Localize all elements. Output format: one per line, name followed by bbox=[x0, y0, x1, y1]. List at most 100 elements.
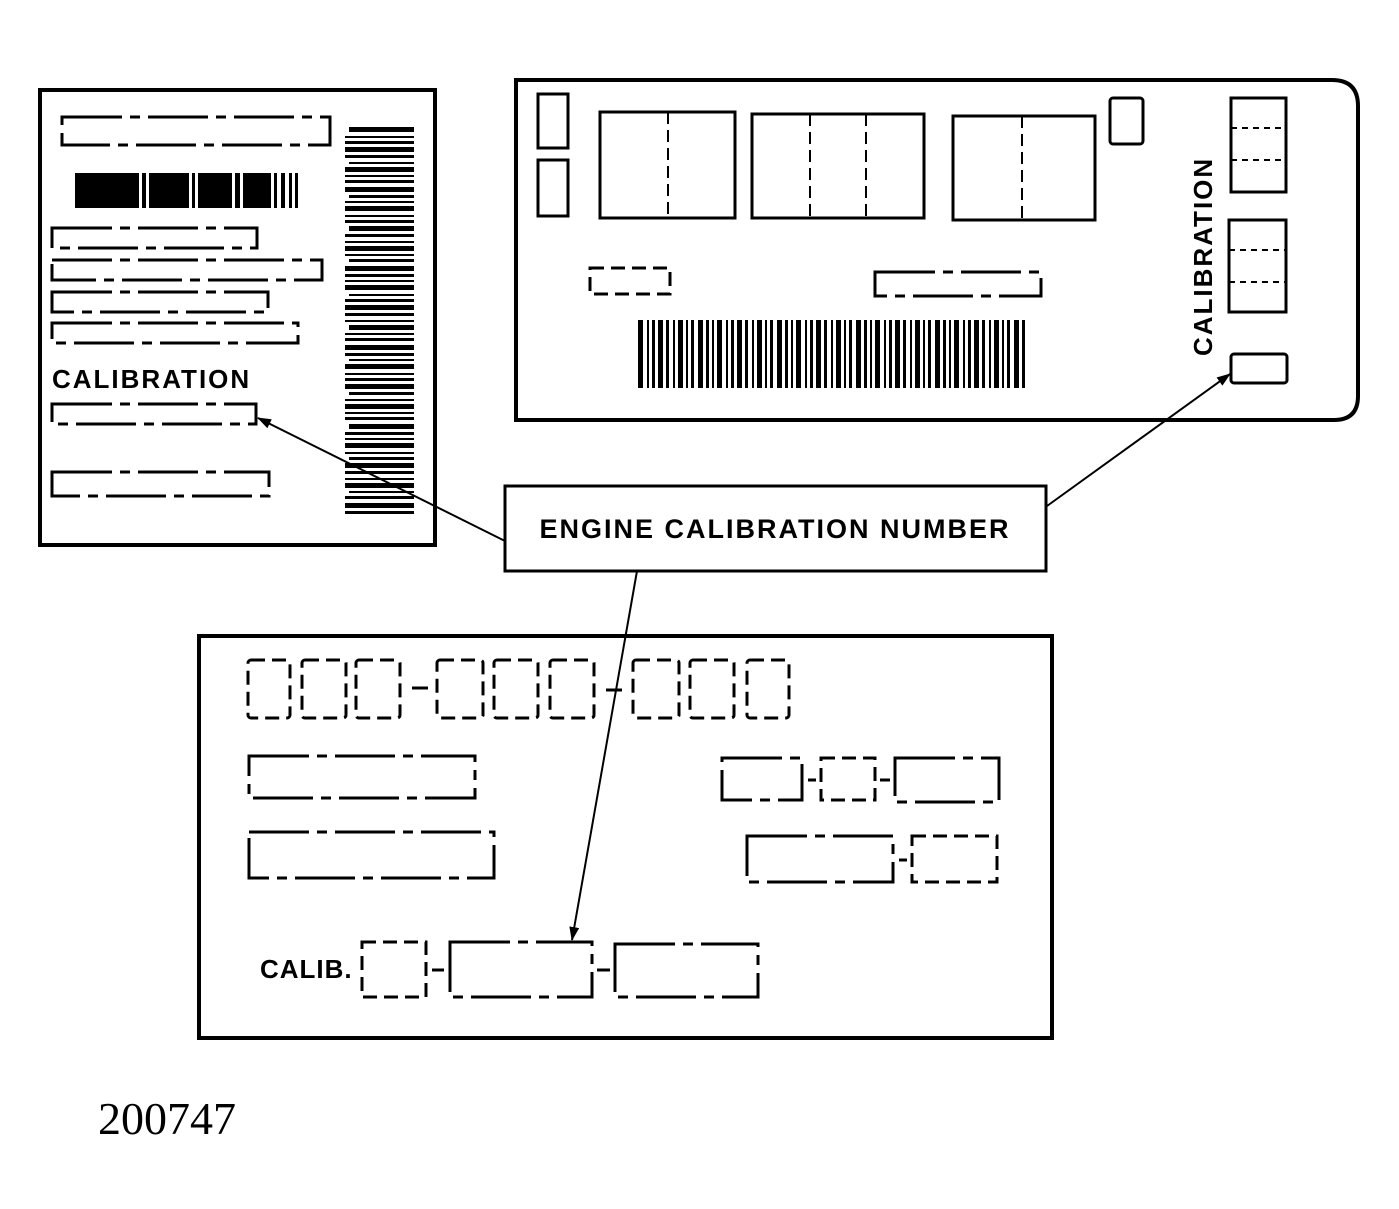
barcode-bar bbox=[673, 320, 675, 388]
barcode-bar bbox=[349, 359, 414, 361]
barcode-bar bbox=[884, 320, 886, 388]
barcode-bar bbox=[345, 201, 414, 203]
barcode-bar bbox=[345, 333, 414, 335]
barcode-bar bbox=[345, 175, 414, 177]
right-label-frame bbox=[514, 78, 1360, 422]
barcode-bar bbox=[345, 320, 414, 322]
barcode-bar bbox=[345, 305, 414, 310]
barcode-bar bbox=[712, 320, 714, 388]
barcode-bar bbox=[345, 503, 414, 508]
barcode-bar bbox=[349, 259, 414, 262]
right-label-digit-column-2 bbox=[1227, 218, 1288, 314]
barcode-bar bbox=[345, 285, 414, 290]
bottom-emission-label: CALIB. bbox=[197, 634, 1054, 1040]
barcode-bar bbox=[810, 320, 813, 388]
barcode-bar bbox=[345, 483, 414, 488]
barcode-bar bbox=[345, 206, 414, 211]
left-label-field-5 bbox=[50, 321, 300, 345]
barcode-bar bbox=[791, 320, 793, 388]
bottom-label-calibration-fields bbox=[360, 940, 760, 999]
barcode-bar bbox=[647, 320, 649, 388]
left-label-field-2 bbox=[50, 226, 259, 250]
barcode-bar bbox=[349, 195, 414, 198]
barcode-bar bbox=[638, 320, 643, 388]
barcode-bar bbox=[658, 320, 663, 388]
barcode-bar bbox=[785, 320, 788, 388]
barcode-bar bbox=[345, 155, 414, 158]
barcode-bar bbox=[745, 320, 748, 388]
arrow-to-bottom-label bbox=[569, 570, 638, 941]
left-label-field-1 bbox=[60, 115, 332, 147]
barcode-bar bbox=[856, 320, 861, 388]
barcode-bar bbox=[770, 320, 773, 388]
bottom-label-code-boxes bbox=[246, 658, 791, 720]
barcode-bar bbox=[345, 404, 414, 409]
barcode-bar bbox=[349, 294, 414, 296]
right-label-field-wide bbox=[873, 270, 1043, 298]
left-label-field-4 bbox=[50, 290, 270, 314]
barcode-bar bbox=[864, 320, 867, 388]
barcode-bar bbox=[752, 320, 754, 388]
barcode-bar bbox=[968, 320, 971, 388]
barcode-bar bbox=[903, 320, 906, 388]
barcode-bar bbox=[1022, 320, 1025, 388]
barcode-bar bbox=[935, 320, 940, 388]
barcode-bar bbox=[345, 234, 414, 237]
barcode-bar bbox=[345, 246, 414, 251]
barcode-bar bbox=[345, 384, 414, 389]
right-label-small-box-3 bbox=[1108, 96, 1145, 146]
barcode-bar bbox=[345, 353, 414, 356]
barcode-bar bbox=[652, 320, 655, 388]
barcode-bar bbox=[686, 320, 688, 388]
barcode-bar bbox=[345, 438, 414, 440]
barcode-bar bbox=[726, 320, 728, 388]
barcode-bar bbox=[345, 417, 414, 420]
barcode-bar bbox=[765, 320, 767, 388]
barcode-bar bbox=[345, 180, 414, 183]
barcode-bar bbox=[994, 320, 999, 388]
right-label-small-box-1 bbox=[536, 92, 570, 150]
left-label-vertical-barcode bbox=[345, 127, 414, 514]
barcode-bar bbox=[796, 320, 801, 388]
barcode-bar bbox=[345, 167, 414, 172]
barcode-bar bbox=[345, 147, 414, 152]
bottom-label-field-2 bbox=[247, 830, 496, 880]
barcode-bar bbox=[349, 392, 414, 395]
barcode-bar bbox=[949, 320, 951, 388]
right-label-digit-column-1 bbox=[1229, 96, 1288, 194]
engine-calibration-number-callout: ENGINE CALIBRATION NUMBER bbox=[257, 373, 1231, 941]
barcode-bar bbox=[870, 320, 872, 388]
barcode-bar bbox=[910, 320, 912, 388]
barcode-bar bbox=[1002, 320, 1004, 388]
barcode-bar bbox=[666, 320, 669, 388]
barcode-bar bbox=[345, 412, 414, 414]
bottom-label-calibration-field bbox=[448, 940, 594, 999]
barcode-bar bbox=[928, 320, 931, 388]
left-label-field-3 bbox=[50, 258, 324, 282]
barcode-bar bbox=[345, 511, 414, 514]
barcode-bar bbox=[349, 457, 414, 460]
barcode-bar bbox=[349, 325, 414, 330]
barcode-bar bbox=[345, 274, 414, 277]
barcode-bar bbox=[345, 443, 414, 448]
barcode-bar bbox=[345, 241, 414, 243]
barcode-bar bbox=[1014, 320, 1019, 388]
barcode-bar bbox=[345, 254, 414, 256]
barcode-bar bbox=[345, 313, 414, 316]
right-emission-label: CALIBRATION bbox=[514, 78, 1360, 422]
barcode-bar bbox=[345, 463, 414, 468]
barcode-bar bbox=[889, 320, 892, 388]
barcode-bar bbox=[989, 320, 991, 388]
barcode-bar bbox=[831, 320, 833, 388]
barcode-bar bbox=[844, 320, 846, 388]
barcode-bar bbox=[805, 320, 807, 388]
callout-text: ENGINE CALIBRATION NUMBER bbox=[540, 514, 1011, 544]
right-label-small-box-2 bbox=[536, 158, 570, 218]
barcode-bar bbox=[963, 320, 965, 388]
barcode-bar bbox=[345, 496, 414, 499]
barcode-bar bbox=[345, 220, 414, 223]
right-label-calibration-field bbox=[1229, 352, 1289, 385]
right-label-calibration-caption: CALIBRATION bbox=[1188, 157, 1218, 356]
right-label-field-small bbox=[588, 266, 672, 296]
barcode-bar bbox=[836, 320, 841, 388]
